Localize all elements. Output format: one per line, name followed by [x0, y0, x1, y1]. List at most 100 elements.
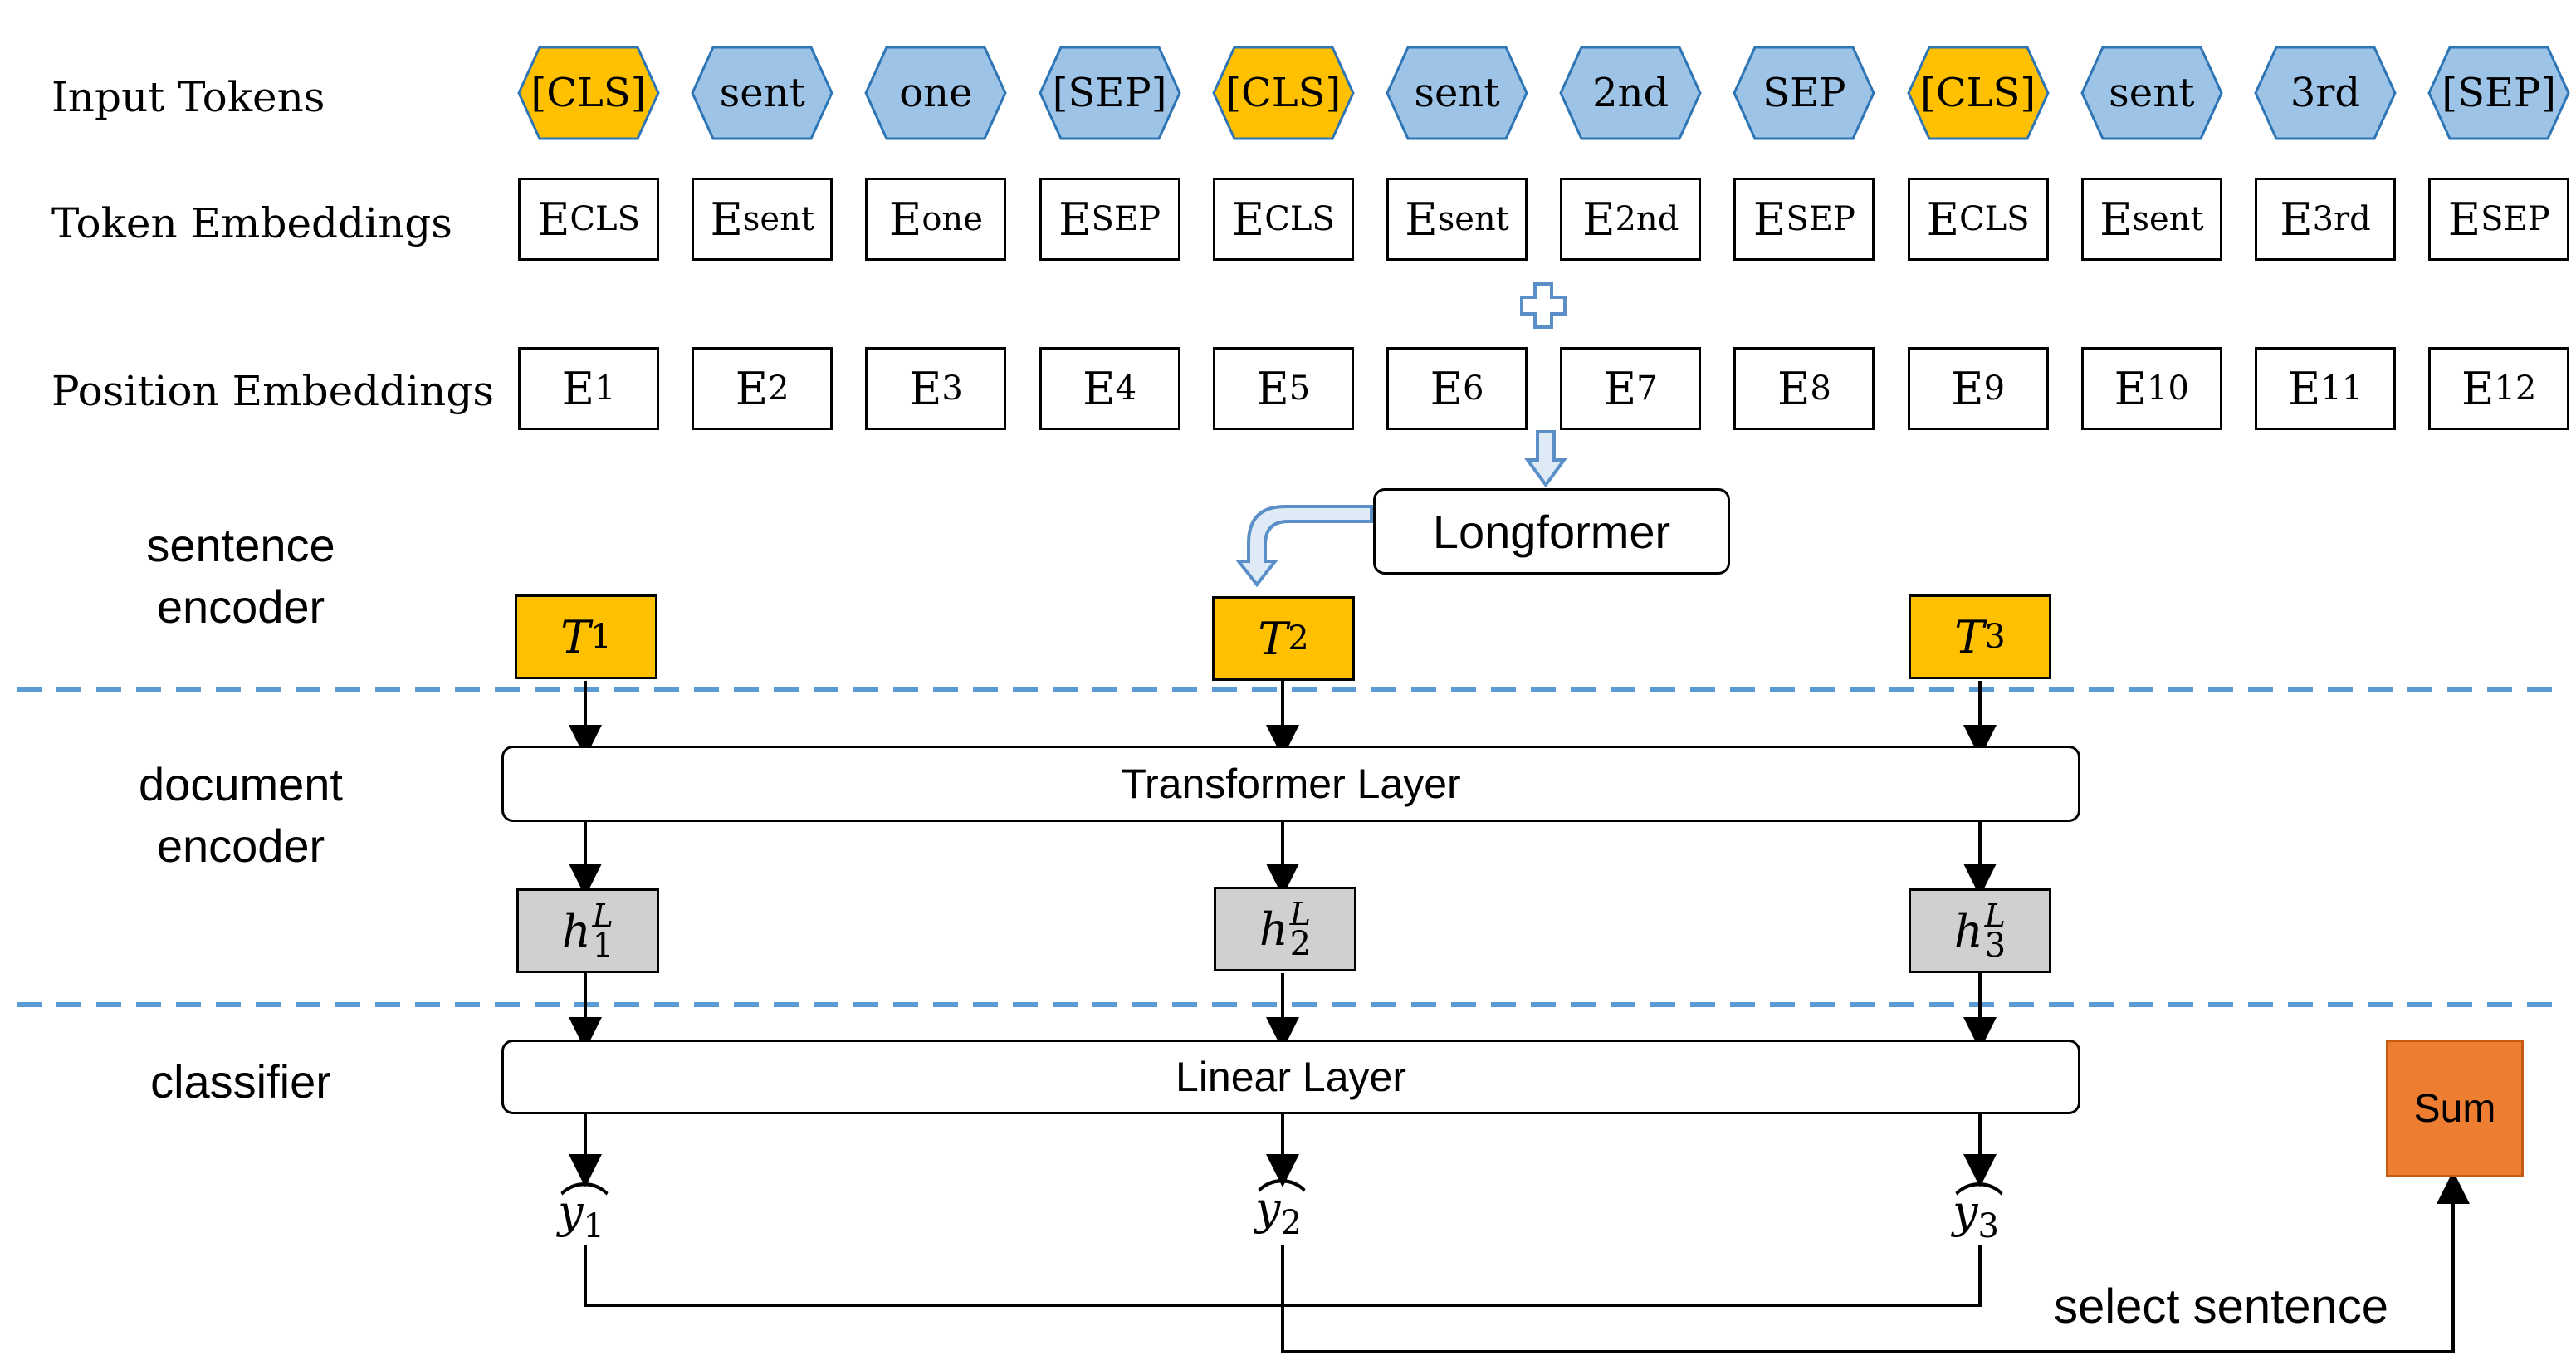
- token-embedding-base: E: [1752, 193, 1787, 246]
- y-sub: 2: [1280, 1204, 1302, 1242]
- input-token: [SEP]: [1038, 45, 1182, 141]
- selection-line: [1281, 1171, 2470, 1353]
- sum-box: Sum: [2386, 1040, 2524, 1177]
- hat-icon: ⌒: [560, 1179, 609, 1237]
- token-embedding-sub: CLS: [1959, 200, 2030, 238]
- token-embedding-sub: CLS: [569, 200, 640, 238]
- input-token: [CLS]: [516, 45, 661, 141]
- token-embeddings-label: Token Embeddings: [51, 199, 452, 247]
- h-base: h: [1953, 904, 1983, 957]
- t-sub: 3: [1984, 618, 2006, 656]
- plus-icon: [1520, 282, 1567, 329]
- position-embedding-sub: 6: [1462, 369, 1484, 408]
- token-embedding-base: E: [1582, 193, 1615, 246]
- h-base: h: [1259, 903, 1288, 956]
- token-embedding-sub: 2nd: [1615, 200, 1679, 238]
- token-embedding-base: E: [1926, 193, 1960, 246]
- hexagon-shape: [1038, 46, 1181, 140]
- position-embedding-base: E: [1603, 362, 1637, 415]
- y-base: y: [1255, 1182, 1281, 1235]
- hexagon-shape: [517, 46, 660, 140]
- t-sub: 2: [1288, 619, 1309, 658]
- hexagon-shape: [864, 46, 1008, 140]
- hexagon-shape: [2254, 46, 2397, 140]
- hexagon-shape: [1906, 46, 2050, 140]
- y-base: y: [1953, 1186, 1978, 1238]
- prediction-y3: ⌒y3: [1953, 1179, 2004, 1245]
- token-embedding-sub: sent: [742, 200, 814, 238]
- position-embedding-sub: 9: [1983, 369, 2006, 408]
- y-base: y: [558, 1186, 584, 1238]
- position-embedding-sub: 8: [1810, 369, 1831, 408]
- position-embedding-sub: 2: [768, 369, 789, 408]
- input-token: SEP: [1732, 45, 1876, 141]
- position-embedding-base: E: [1951, 362, 1984, 415]
- y-sub: 3: [1977, 1207, 1999, 1245]
- classifier-label: classifier: [150, 1055, 331, 1108]
- token-embedding-sub: sent: [2132, 200, 2204, 238]
- hexagon-shape: [691, 46, 833, 140]
- input-token-label: [CLS]: [1920, 70, 2036, 116]
- input-token-label: sent: [1414, 70, 1500, 116]
- input-token-label: [SEP]: [1052, 70, 1167, 116]
- token-embedding-base: E: [537, 193, 570, 246]
- position-embedding-base: E: [2114, 362, 2148, 415]
- position-embedding-base: E: [561, 362, 594, 415]
- token-embedding-base: E: [2099, 193, 2133, 246]
- token-embedding-base: E: [888, 193, 922, 246]
- h-sub: 3: [1984, 927, 2007, 965]
- h-sup: L: [1289, 896, 1311, 932]
- position-embedding-sub: 4: [1115, 369, 1137, 408]
- position-embedding-base: E: [1083, 362, 1116, 415]
- input-tokens-label: Input Tokens: [51, 73, 325, 121]
- token-embedding-base: E: [1058, 193, 1092, 246]
- h-sub: 1: [592, 927, 614, 965]
- token-embedding-sub: sent: [1437, 200, 1509, 238]
- hat-icon: ⌒: [1954, 1179, 2004, 1237]
- position-embedding-base: E: [2287, 362, 2321, 415]
- input-token-label: 2nd: [1592, 70, 1669, 116]
- token-embedding-sub: SEP: [1091, 200, 1161, 238]
- hexagon-shape: [1733, 46, 1876, 140]
- position-embedding-sub: 7: [1636, 369, 1658, 408]
- down-arrow-icon: [1524, 430, 1567, 488]
- input-token: one: [863, 45, 1008, 141]
- hexagon-shape: [2080, 46, 2223, 140]
- position-embeddings-label: Position Embeddings: [51, 367, 495, 415]
- h-base: h: [561, 904, 591, 957]
- token-embedding-sub: 3rd: [2312, 200, 2371, 238]
- sentence-encoder-label: sentence encoder: [146, 519, 335, 633]
- input-token: sent: [1385, 45, 1529, 141]
- token-embedding-sub: one: [921, 200, 983, 238]
- input-token-label: sent: [2109, 70, 2195, 116]
- prediction-y1: ⌒y1: [558, 1179, 609, 1245]
- t-base: T: [1954, 610, 1985, 663]
- input-token: sent: [690, 45, 834, 141]
- token-embedding-base: E: [2280, 193, 2313, 246]
- t-sub: 1: [590, 618, 612, 656]
- position-embedding-base: E: [735, 362, 769, 415]
